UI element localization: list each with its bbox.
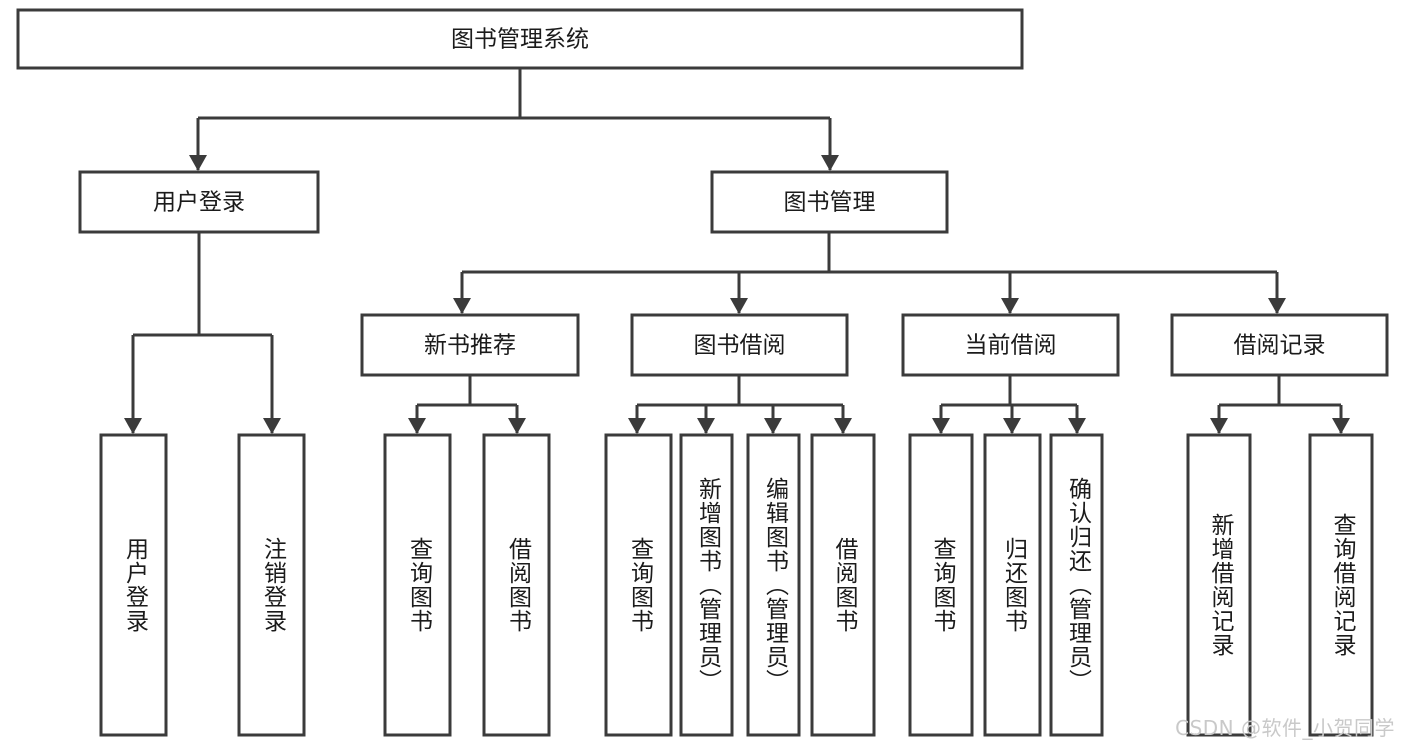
leaf-node-e5bd92e8bf98e59bbee4b9a6-box[interactable] [983, 433, 1042, 737]
arrow-head-icon [1332, 418, 1350, 434]
leaf-node-e794a8e688b7e799bbe5bd95-box[interactable] [99, 433, 168, 737]
leaf-node-e69fa5e8afa2e59bbee4b9a6-label: 查询图书 [385, 435, 450, 735]
leaf-node-e794a8e688b7e799bbe5bd95-label: 用户登录 [101, 435, 166, 735]
arrow-head-icon [263, 418, 281, 434]
leaf-node-e696b0e5a29ee59bbee4b9a6efbc88e7aea1e79086e59198efbc89-box[interactable] [679, 433, 734, 737]
login-fork [131, 232, 274, 433]
arrow-head-icon [697, 418, 715, 434]
leaf-node-e69fa5e8afa2e59bbee4b9a6-box[interactable] [604, 433, 673, 737]
leaf-label-text: 用户登录 [121, 537, 148, 633]
level2-node-e794a8e688b7e799bbe5bd95-label: 用户登录 [153, 190, 245, 216]
level3-node-e5809fe99885e8aeb0e5bd95-box[interactable] [1170, 313, 1389, 377]
leaf-label-text: 确认归还（管理员） [1064, 477, 1091, 693]
arrow-head-icon [834, 418, 852, 434]
leaf-node-e5809fe99885e59bbee4b9a6-box[interactable] [810, 433, 876, 737]
leaf-node-e69fa5e8afa2e59bbee4b9a6-label: 查询图书 [910, 435, 972, 735]
root-fork [196, 68, 832, 170]
leaf-label-text: 新增图书（管理员） [694, 477, 721, 693]
root-node-e59bbee4b9a6e7aea1e79086e7b3bbe7bb9f-box[interactable] [16, 8, 1024, 70]
leaf-label-text: 查询借阅记录 [1328, 513, 1355, 657]
leaf-label-text: 查询图书 [405, 537, 432, 633]
arrow-head-icon [821, 155, 839, 171]
level3-node-e5809fe99885e8aeb0e5bd95-label: 借阅记录 [1234, 333, 1326, 359]
leaf-label-text: 借阅图书 [504, 537, 531, 633]
level2-node-e59bbee4b9a6e7aea1e79086-box[interactable] [710, 170, 949, 234]
leaf-node-e7bc96e8be91e59bbee4b9a6efbc88e7aea1e79086e59198efbc89-box[interactable] [746, 433, 801, 737]
leaf-node-e5809fe99885e59bbee4b9a6-label: 借阅图书 [812, 435, 874, 735]
books-fork [460, 232, 1279, 313]
leaf-node-e696b0e5a29ee5809fe99885e8aeb0e5bd95-box[interactable] [1186, 433, 1252, 737]
leaf-label-text: 新增借阅记录 [1206, 513, 1233, 657]
leaf-node-e69fa5e8afa2e5809fe99885e8aeb0e5bd95-label: 查询借阅记录 [1310, 435, 1372, 735]
leaf-node-e7bc96e8be91e59bbee4b9a6efbc88e7aea1e79086e59198efbc89-label: 编辑图书（管理员） [748, 435, 799, 735]
leaf-node-e69fa5e8afa2e59bbee4b9a6-box[interactable] [383, 433, 452, 737]
leaf-node-e69fa5e8afa2e59bbee4b9a6-box[interactable] [908, 433, 974, 737]
arrow-head-icon [932, 418, 950, 434]
leaf-label-text: 归还图书 [1000, 537, 1027, 633]
leaf-node-e5bd92e8bf98e59bbee4b9a6-label: 归还图书 [985, 435, 1040, 735]
leaf-node-e696b0e5a29ee5809fe99885e8aeb0e5bd95-label: 新增借阅记录 [1188, 435, 1250, 735]
leaf-label-text: 注销登录 [259, 537, 286, 633]
leaf-node-e69fa5e8afa2e5809fe99885e8aeb0e5bd95-box[interactable] [1308, 433, 1374, 737]
arrow-head-icon [764, 418, 782, 434]
arrow-head-icon [1001, 298, 1019, 314]
leaf-label-text: 编辑图书（管理员） [761, 477, 788, 693]
leaf-node-e7a1aee8aea4e5bd92e8bf98efbc88e7aea1e79086e59198efbc89-label: 确认归还（管理员） [1051, 435, 1102, 735]
leaf-node-e6b3a8e99480e799bbe5bd95-box[interactable] [237, 433, 306, 737]
arrow-head-icon [508, 418, 526, 434]
arrow-head-icon [453, 298, 471, 314]
arrow-head-icon [1210, 418, 1228, 434]
leaf-node-e5809fe99885e59bbee4b9a6-label: 借阅图书 [484, 435, 549, 735]
arrow-head-icon [1268, 298, 1286, 314]
arrow-head-icon [1068, 418, 1086, 434]
newbook-fork [415, 375, 519, 433]
leaf-node-e6b3a8e99480e799bbe5bd95-label: 注销登录 [239, 435, 304, 735]
borrow-fork [635, 375, 845, 433]
leaf-label-text: 查询图书 [928, 537, 955, 633]
record-fork [1217, 375, 1343, 433]
boxes-layer [16, 8, 1389, 737]
level3-node-e5bd93e5898de5809fe99885-box[interactable] [901, 313, 1120, 377]
arrow-head-icon [730, 298, 748, 314]
leaf-node-e7a1aee8aea4e5bd92e8bf98efbc88e7aea1e79086e59198efbc89-box[interactable] [1049, 433, 1104, 737]
level3-node-e59bbee4b9a6e5809fe99885-box[interactable] [630, 313, 849, 377]
level2-node-e794a8e688b7e799bbe5bd95-box[interactable] [78, 170, 320, 234]
arrow-head-icon [408, 418, 426, 434]
leaf-node-e696b0e5a29ee59bbee4b9a6efbc88e7aea1e79086e59198efbc89-label: 新增图书（管理员） [681, 435, 732, 735]
level3-node-e5bd93e5898de5809fe99885-label: 当前借阅 [965, 333, 1057, 359]
arrow-head-icon [628, 418, 646, 434]
leaf-label-text: 借阅图书 [830, 537, 857, 633]
level3-node-e59bbee4b9a6e5809fe99885-label: 图书借阅 [694, 333, 786, 359]
level2-node-e59bbee4b9a6e7aea1e79086-label: 图书管理 [784, 190, 876, 216]
leaf-node-e5809fe99885e59bbee4b9a6-box[interactable] [482, 433, 551, 737]
arrow-head-icon [189, 155, 207, 171]
level3-node-e696b0e4b9a6e68ea8e88d90-box[interactable] [360, 313, 580, 377]
root-node-e59bbee4b9a6e7aea1e79086e7b3bbe7bb9f-label: 图书管理系统 [451, 27, 589, 53]
level3-node-e696b0e4b9a6e68ea8e88d90-label: 新书推荐 [424, 333, 516, 359]
arrow-head-icon [124, 418, 142, 434]
connectors-layer [124, 68, 1350, 434]
arrow-head-icon [1003, 418, 1021, 434]
leaf-node-e69fa5e8afa2e59bbee4b9a6-label: 查询图书 [606, 435, 671, 735]
leaf-label-text: 查询图书 [626, 537, 653, 633]
